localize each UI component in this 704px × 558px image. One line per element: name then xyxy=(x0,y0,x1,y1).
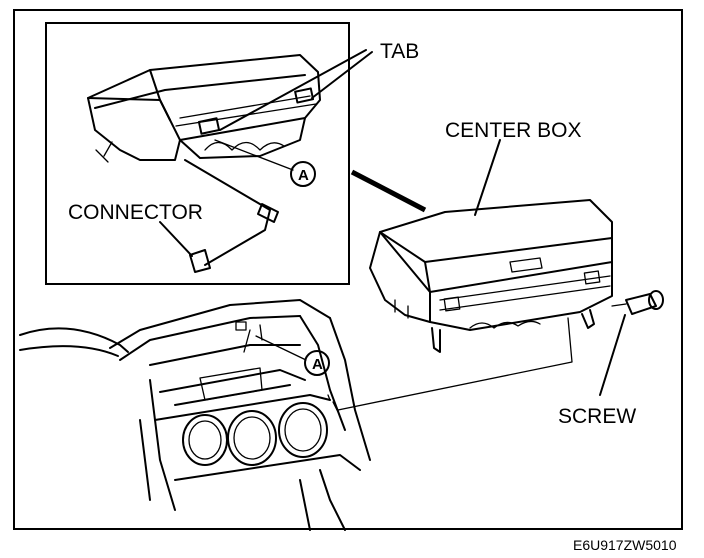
connector-plug xyxy=(189,249,211,273)
inset-pointer xyxy=(350,169,427,213)
center-box-label: CENTER BOX xyxy=(445,119,582,142)
detail-inset-frame xyxy=(45,22,350,285)
inset-callout-letter: A xyxy=(298,167,309,184)
connector-leader xyxy=(159,221,193,257)
tab-leader-left xyxy=(219,49,367,131)
center-box-drawing xyxy=(369,199,613,353)
figure-code: E6U917ZW5010 xyxy=(573,537,677,553)
dashboard-callout-letter: A xyxy=(312,356,323,373)
center-box-leader xyxy=(474,139,501,216)
inset-callout-leader xyxy=(214,139,294,171)
screw-alignment-line xyxy=(337,317,573,411)
connector-cable xyxy=(184,159,271,266)
screw-label: SCREW xyxy=(558,405,637,428)
inset-center-box-drawing xyxy=(87,54,321,163)
connector-clip xyxy=(257,203,279,223)
dashboard-callout-circle xyxy=(304,350,330,376)
tab-label: TAB xyxy=(380,40,420,63)
screw-leader xyxy=(599,314,626,396)
dashboard-callout-leader xyxy=(255,335,307,361)
inset-callout-circle xyxy=(290,161,316,187)
screw-drawing xyxy=(611,290,664,315)
connector-label: CONNECTOR xyxy=(68,201,203,224)
figure-border xyxy=(13,9,683,530)
tab-leader-right xyxy=(311,51,373,99)
dashboard-drawing xyxy=(19,299,371,531)
